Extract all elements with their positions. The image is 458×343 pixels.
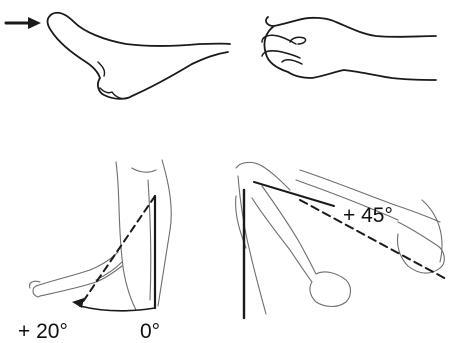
arrow-right-icon: [6, 17, 41, 29]
torso-sketch: [96, 160, 171, 310]
arm-sketch: [30, 252, 122, 297]
hand-top-view-panel: [262, 17, 436, 80]
angle-label-plus-45: + 45°: [343, 204, 393, 227]
angle-label-zero: 0°: [140, 320, 160, 343]
hand-outline-top: [264, 17, 436, 80]
arm-solid-line: [254, 182, 334, 206]
arm-angle-line: [80, 196, 155, 306]
adduction-panel: + 20° 0°: [18, 160, 171, 343]
angle-label-plus-20: + 20°: [18, 320, 68, 343]
hand-outline-side: [48, 13, 231, 99]
angle-arc: [80, 306, 155, 311]
angle-arc-right: [422, 200, 442, 262]
hand-side-view-panel: [6, 13, 230, 99]
abduction-panel: + 45°: [236, 162, 448, 318]
arc-arrowhead: [72, 298, 84, 308]
